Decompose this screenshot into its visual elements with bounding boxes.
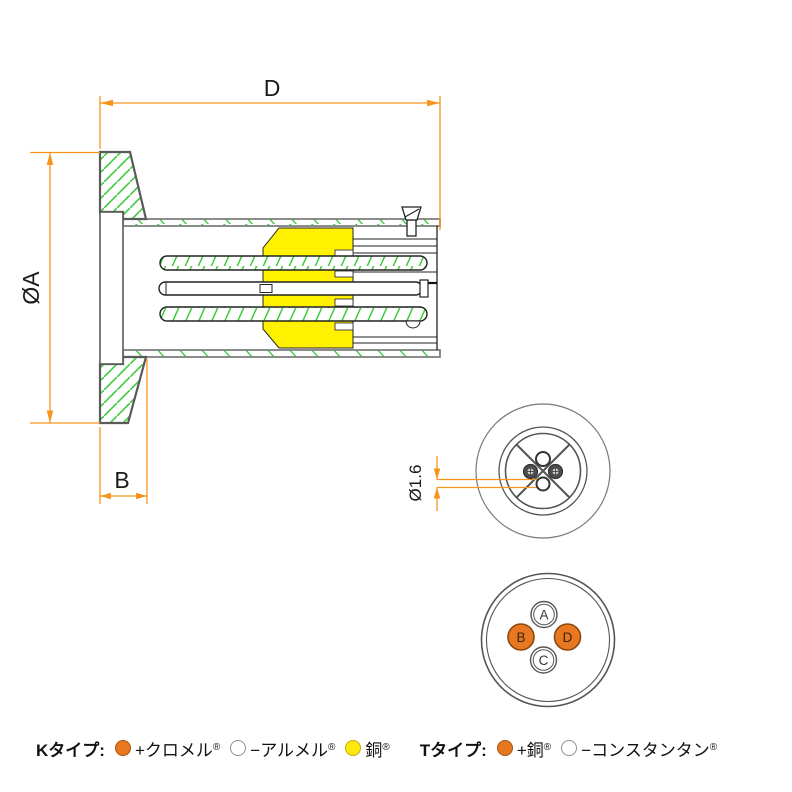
pin-b-label: B: [516, 630, 525, 645]
k-chromel-swatch: [114, 740, 131, 756]
tube-wall-top: [122, 218, 441, 227]
thermocouple-rods: [158, 255, 437, 329]
k-copper-label: 銅: [365, 740, 383, 760]
end-view-pin-bottom: [535, 476, 551, 492]
rod-bottom-weld-bump: [405, 320, 421, 329]
t-type-title: Tタイプ:: [419, 740, 487, 760]
end-view-pin-right: [547, 463, 564, 480]
pin-map-view: A B D C: [480, 572, 616, 708]
k-alumel-swatch: [230, 740, 247, 756]
t-copper-label: +銅: [516, 740, 544, 760]
end-view-pin-left: [522, 463, 539, 480]
pin-b: B: [507, 623, 535, 651]
end-view-pin-top: [535, 451, 551, 467]
inner-sleeve-lines: [353, 238, 437, 344]
rod-middle: [158, 281, 423, 296]
screw-slot: [404, 208, 420, 218]
k-chromel-label: +クロメル: [134, 740, 213, 760]
flange-lower-section: [98, 355, 148, 425]
k-alumel-label: −アルメル: [250, 740, 329, 760]
insulator-notches: [334, 249, 354, 331]
pin-d: D: [553, 623, 582, 651]
t-constantan-swatch: [561, 740, 578, 756]
pin-d-label: D: [563, 630, 573, 645]
k-type-title: Kタイプ:: [36, 740, 105, 760]
end-view-cross: [515, 443, 571, 499]
pin-a: A: [530, 600, 558, 629]
pin-c: C: [529, 646, 558, 674]
dim-d-label: D: [264, 75, 281, 101]
dimension-d: D: [99, 75, 441, 230]
dimension-pin-diameter: Ø1.6: [406, 456, 544, 511]
pin-map-inner-circle: [485, 577, 611, 703]
rod-bottom: [159, 306, 428, 322]
dimension-diameter-a: ØA: [18, 151, 100, 424]
flange-bore-face: [99, 211, 124, 365]
dimension-b: B: [99, 359, 148, 504]
end-view-pins: [522, 451, 564, 492]
screw-shank: [406, 219, 417, 237]
dim-b-label: B: [114, 467, 129, 493]
thermocouple-type-legend: Kタイプ: +クロメル® −アルメル® 銅® Tタイプ: +銅® −コンスタンタ…: [36, 733, 776, 763]
dim-a-label: ØA: [18, 271, 44, 305]
rod-middle-stub: [259, 284, 273, 293]
rod-middle-end-cap: [419, 279, 429, 298]
flange-upper-section: [98, 150, 148, 221]
pin-c-label: C: [539, 653, 549, 668]
pin-a-label: A: [539, 608, 548, 623]
tube-wall-bottom: [122, 349, 441, 358]
end-view-pin-side: Ø1.6: [406, 403, 611, 539]
t-constantan-label: −コンスタンタン: [581, 740, 710, 760]
screw-tab: [401, 206, 422, 237]
dim-pin-label: Ø1.6: [406, 465, 425, 502]
rod-top: [159, 255, 428, 271]
kf-flange: [98, 150, 148, 425]
k-copper-swatch: [345, 740, 362, 756]
side-section-view: D ØA B: [18, 75, 441, 504]
t-copper-swatch: [496, 740, 513, 756]
